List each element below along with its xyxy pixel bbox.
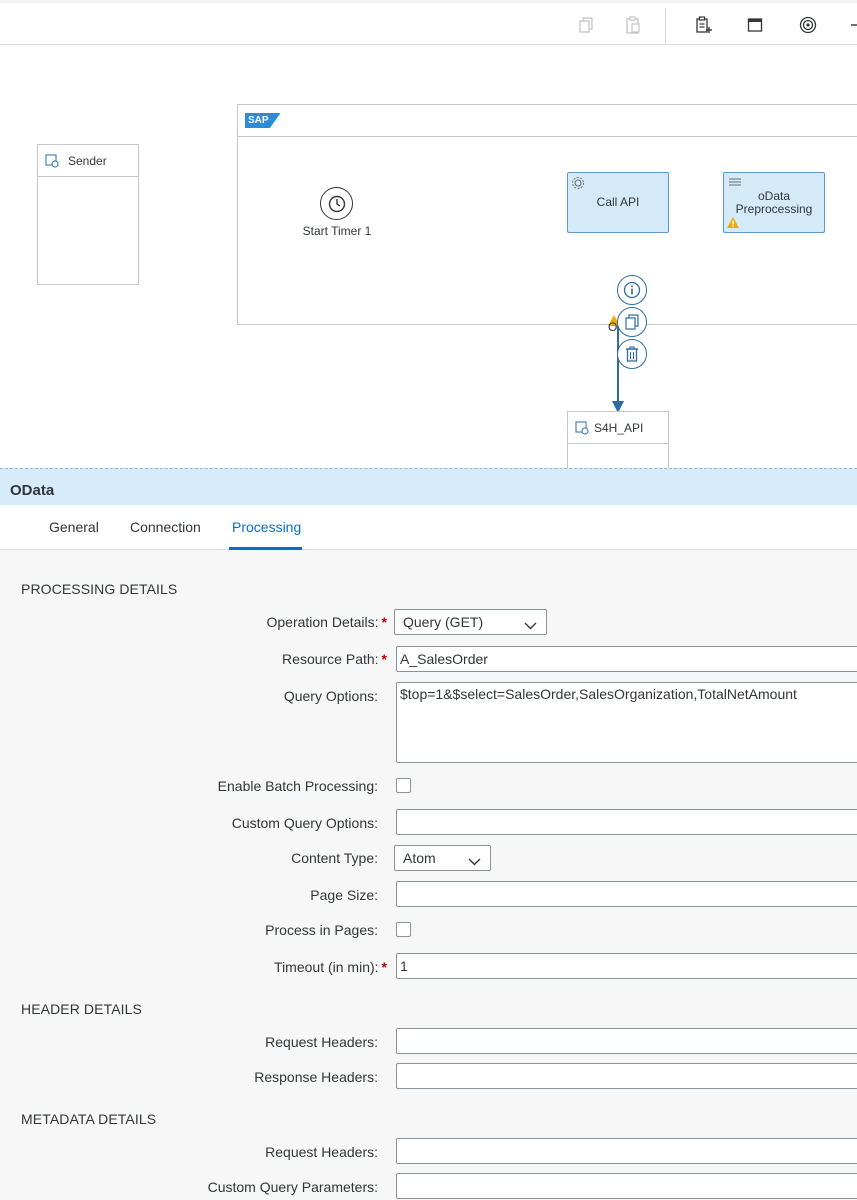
odata-step-label-line2: Preprocessing <box>735 201 813 216</box>
toolbar <box>0 0 857 45</box>
page-size-label: Page Size: <box>310 887 378 903</box>
header-details-heading: HEADER DETAILS <box>21 1001 142 1017</box>
header-request-headers-label: Request Headers: <box>265 1034 378 1050</box>
integration-flow-canvas[interactable]: Sender SAP Start Timer 1 Call API oData … <box>0 45 857 468</box>
tab-active-indicator <box>229 547 302 550</box>
resource-path-input[interactable]: A_SalesOrder <box>396 646 857 672</box>
info-icon <box>623 281 641 299</box>
pool-header: SAP <box>238 105 857 137</box>
tab-general[interactable]: General <box>49 519 99 535</box>
clipboard-add-icon[interactable] <box>694 15 714 35</box>
sender-participant[interactable]: Sender <box>37 144 139 285</box>
call-api-step[interactable]: Call API <box>567 172 669 233</box>
connection-marker: O <box>608 320 618 334</box>
mapping-icon <box>729 177 741 190</box>
participant-icon <box>575 420 589 435</box>
chevron-down-icon <box>524 617 537 633</box>
copy-icon[interactable] <box>576 15 596 35</box>
sap-logo: SAP <box>245 113 281 128</box>
gear-icon <box>571 176 585 193</box>
resource-path-label: Resource Path:* <box>282 651 387 667</box>
operation-details-label: Operation Details:* <box>266 614 387 630</box>
odata-step-label-line1: oData <box>757 188 791 203</box>
delete-button[interactable] <box>617 339 647 369</box>
tab-connection[interactable]: Connection <box>130 519 201 535</box>
process-in-pages-label: Process in Pages: <box>265 922 378 938</box>
response-headers-label: Response Headers: <box>254 1069 378 1085</box>
warning-icon <box>727 217 739 231</box>
query-options-textarea[interactable]: $top=1&$select=SalesOrder,SalesOrganizat… <box>396 682 857 763</box>
copy-step-button[interactable] <box>617 307 647 337</box>
content-type-value: Atom <box>403 850 436 866</box>
copy-icon <box>625 314 639 330</box>
metadata-details-heading: METADATA DETAILS <box>21 1111 157 1127</box>
content-type-label: Content Type: <box>291 850 378 866</box>
custom-query-options-label: Custom Query Options: <box>231 815 378 831</box>
sender-header: Sender <box>38 145 138 177</box>
target-icon[interactable] <box>798 15 818 35</box>
info-button[interactable] <box>617 275 647 305</box>
start-timer-label: Start Timer 1 <box>302 224 372 238</box>
custom-query-parameters-input[interactable] <box>396 1173 857 1199</box>
receiver-header: S4H_API <box>568 412 668 444</box>
tab-processing[interactable]: Processing <box>232 519 302 535</box>
paste-icon[interactable] <box>623 15 643 35</box>
response-headers-input[interactable] <box>396 1063 857 1089</box>
page-size-input[interactable] <box>396 881 857 907</box>
trash-icon <box>626 346 638 362</box>
processing-form: PROCESSING DETAILS Operation Details:* Q… <box>0 550 857 1200</box>
header-request-headers-input[interactable] <box>396 1028 857 1054</box>
query-options-label: Query Options: <box>283 688 378 704</box>
content-type-select[interactable]: Atom <box>394 845 491 871</box>
enable-batch-label: Enable Batch Processing: <box>217 778 378 794</box>
metadata-request-headers-input[interactable] <box>396 1138 857 1164</box>
clock-icon <box>328 195 345 212</box>
chevron-down-icon <box>468 853 481 869</box>
operation-details-select[interactable]: Query (GET) <box>394 609 547 635</box>
maximize-icon[interactable] <box>745 15 765 35</box>
arrow-head <box>612 401 624 413</box>
custom-query-parameters-label: Custom Query Parameters: <box>207 1179 378 1195</box>
zoom-out-icon[interactable] <box>845 15 857 35</box>
receiver-label: S4H_API <box>594 420 644 435</box>
participant-icon <box>45 153 59 168</box>
operation-details-value: Query (GET) <box>403 614 484 630</box>
process-in-pages-checkbox[interactable] <box>396 922 411 937</box>
odata-preprocessing-step[interactable]: oData Preprocessing <box>723 172 825 233</box>
custom-query-options-input[interactable] <box>396 809 857 835</box>
timeout-label: Timeout (in min):* <box>274 959 387 975</box>
toolbar-separator <box>665 9 666 45</box>
start-timer-event[interactable] <box>320 187 353 220</box>
enable-batch-checkbox[interactable] <box>396 778 411 793</box>
sender-label: Sender <box>68 153 107 168</box>
panel-title: OData <box>0 468 857 505</box>
processing-details-heading: PROCESSING DETAILS <box>21 581 178 597</box>
metadata-request-headers-label: Request Headers: <box>265 1144 378 1160</box>
properties-tabs: General Connection Processing <box>0 505 857 550</box>
receiver-participant[interactable]: S4H_API <box>567 411 669 468</box>
call-api-label: Call API <box>596 195 640 209</box>
timeout-input[interactable]: 1 <box>396 953 857 979</box>
